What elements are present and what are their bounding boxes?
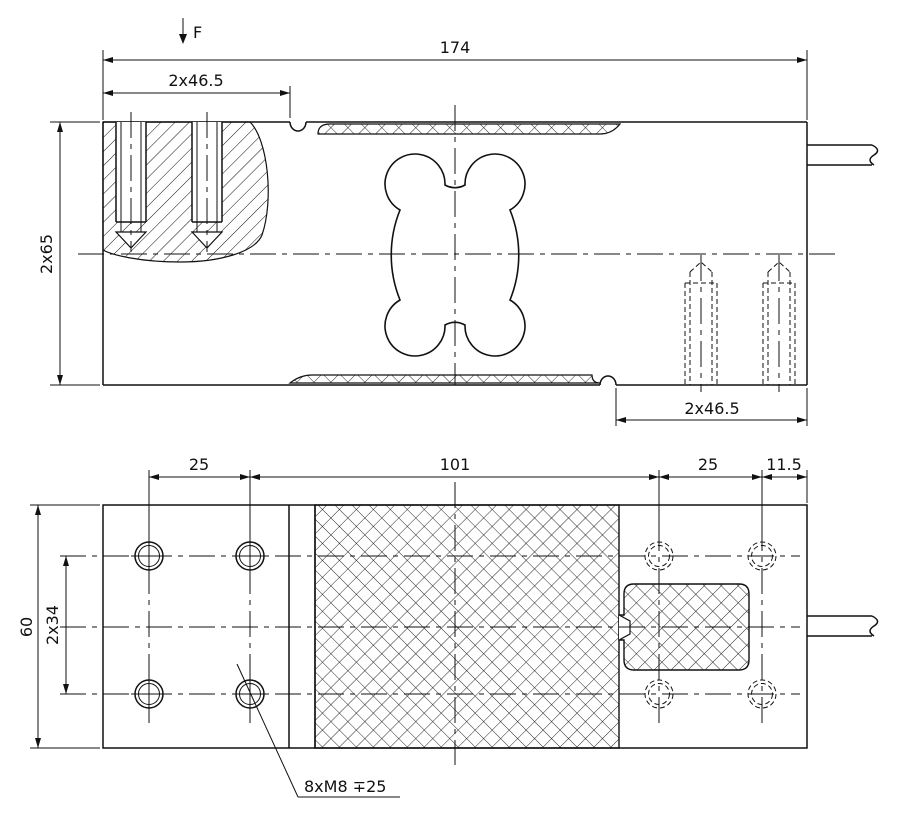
dim-plan-hole-pitch-label: 2x34 <box>43 605 62 645</box>
side-view: F <box>37 18 879 426</box>
dim-side-height-label: 2x65 <box>37 234 56 274</box>
force-label: F <box>193 23 202 42</box>
dim-seg-d-label: 11.5 <box>766 455 802 474</box>
hidden-threaded-hole-2 <box>762 255 796 392</box>
thread-callout-leader <box>236 663 400 798</box>
dim-top-chain <box>148 470 808 540</box>
dim-bottom-hole-pitch-label: 2x46.5 <box>684 399 739 418</box>
plan-hidden-hole-3 <box>644 679 674 709</box>
plan-hole-2 <box>232 538 268 574</box>
beam-cutout <box>384 153 526 357</box>
plan-hidden-hole-2 <box>747 541 777 571</box>
dim-side-height <box>50 121 100 386</box>
dim-seg-c-label: 25 <box>698 455 718 474</box>
top-seal-strip <box>317 123 622 135</box>
plan-hole-4 <box>232 676 268 712</box>
plan-cable <box>807 615 879 637</box>
dim-seg-a-label: 25 <box>189 455 209 474</box>
dim-total-length-label: 174 <box>440 38 471 57</box>
dim-top-hole-pitch-label: 2x46.5 <box>168 71 223 90</box>
dim-seg-b-label: 101 <box>440 455 471 474</box>
dim-plan-hole-pitch <box>63 556 69 694</box>
dim-plan-width <box>30 504 100 749</box>
dim-bottom-hole-pitch <box>615 388 808 426</box>
dim-top-hole-pitch <box>103 86 291 118</box>
hidden-threaded-hole-1 <box>684 255 718 392</box>
bottom-seal-strip <box>288 374 601 384</box>
plan-hole-1 <box>131 538 167 574</box>
plan-hidden-hole-4 <box>747 679 777 709</box>
side-cable <box>807 144 879 166</box>
section-threaded-hole-1 <box>114 112 148 252</box>
dim-total-length <box>102 50 808 120</box>
plan-view: 25 101 25 11.5 60 2x34 8xM8 ∓25 <box>17 455 879 798</box>
force-arrow-icon <box>179 18 187 44</box>
section-threaded-hole-2 <box>190 112 224 252</box>
thread-callout-label: 8xM8 ∓25 <box>304 777 386 796</box>
plan-hidden-hole-1 <box>644 541 674 571</box>
dim-plan-width-label: 60 <box>17 617 36 637</box>
plan-hole-3 <box>131 676 167 712</box>
